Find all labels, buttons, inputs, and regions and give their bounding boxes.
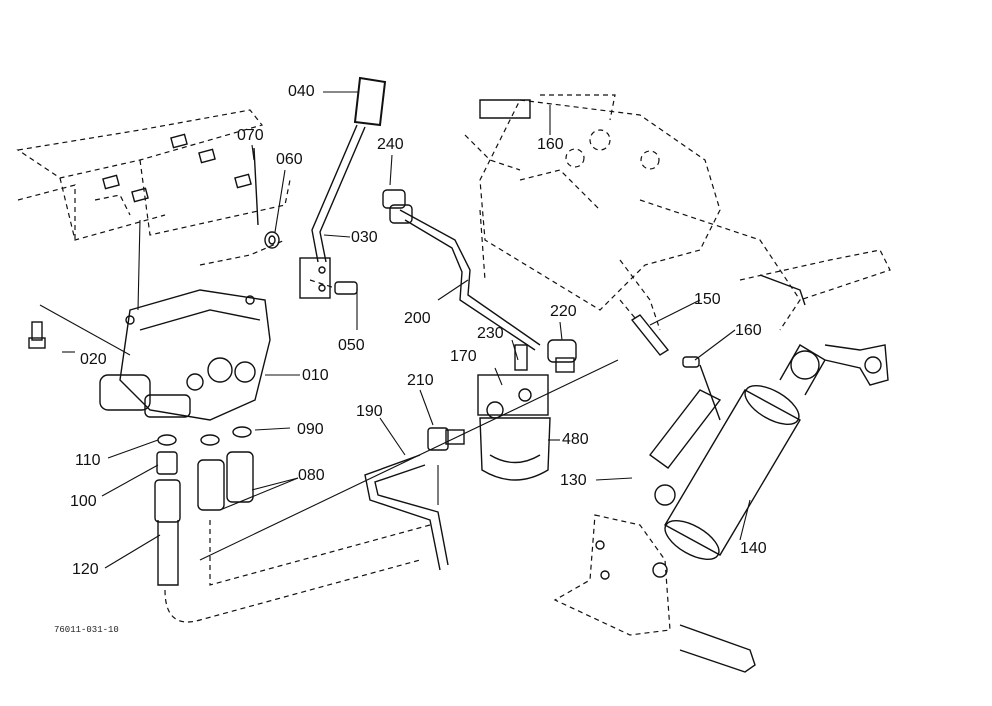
label-200: 200 (404, 310, 431, 327)
label-090: 090 (297, 421, 324, 438)
control-valve (99, 289, 271, 421)
rod-end (759, 274, 889, 386)
engine-block (479, 99, 891, 331)
label-010: 010 (302, 367, 329, 384)
label-130: 130 (560, 472, 587, 489)
frame-bolts (102, 133, 252, 203)
control-lever (299, 76, 387, 299)
label-110: 110 (75, 452, 101, 469)
label-220: 220 (550, 303, 577, 320)
hydraulic-cylinder (649, 344, 826, 560)
lower-bracket (553, 514, 756, 673)
label-040: 040 (288, 83, 315, 100)
label-140: 140 (740, 540, 767, 557)
frame-outline (16, 109, 291, 266)
fittings-group (156, 426, 254, 511)
bolt (28, 304, 131, 356)
figure-code: 76011-031-10 (54, 625, 119, 635)
dashed-links (137, 94, 616, 311)
label-030: 030 (351, 229, 378, 246)
label-070: 070 (237, 127, 264, 144)
label-080: 080 (298, 467, 325, 484)
label-050: 050 (338, 337, 365, 354)
elbow-fitting (547, 339, 577, 373)
label-060: 060 (276, 151, 303, 168)
label-leaders (62, 91, 751, 569)
label-190: 190 (356, 403, 383, 420)
oil-filter (477, 344, 551, 481)
hose-150 (619, 299, 721, 421)
label-150: 150 (694, 291, 721, 308)
suction-pipe (364, 454, 449, 571)
label-100: 100 (70, 493, 97, 510)
label-170: 170 (450, 348, 477, 365)
label-120: 120 (72, 561, 99, 578)
label-160-top: 160 (537, 136, 564, 153)
label-480: 480 (562, 431, 589, 448)
label-210: 210 (407, 372, 434, 389)
hose-120 (154, 479, 431, 623)
label-020: 020 (80, 351, 107, 368)
hose-200 (382, 189, 541, 351)
label-160-right: 160 (735, 322, 762, 339)
pin-and-washer (253, 147, 280, 249)
adapter-fitting (427, 427, 465, 451)
pivot-pin (309, 279, 358, 295)
label-240: 240 (377, 136, 404, 153)
label-230: 230 (477, 325, 504, 342)
